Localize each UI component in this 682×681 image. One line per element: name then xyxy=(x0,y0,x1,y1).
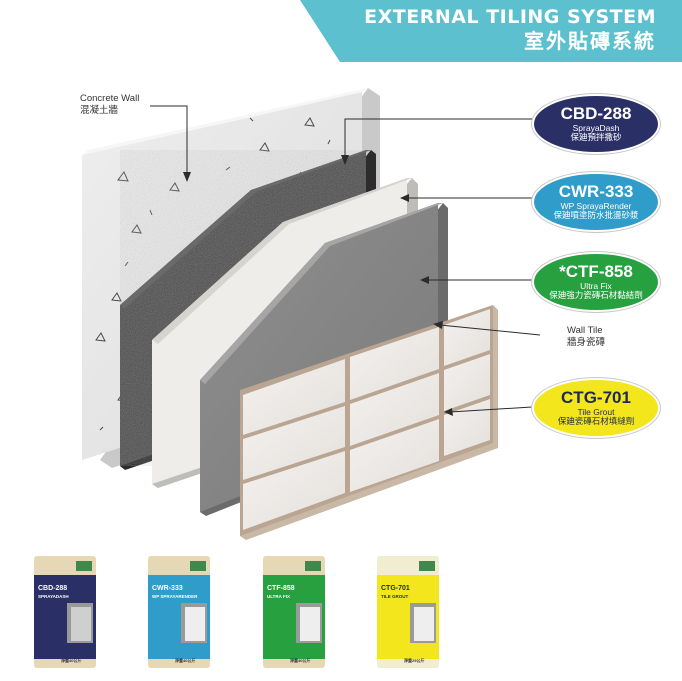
product-name-en: Tile Grout xyxy=(577,407,615,417)
product-name-en: WP SprayaRender xyxy=(560,201,632,211)
arrow-head-icon xyxy=(400,194,409,202)
product-oval-ctg-701: CTG-701 Tile Grout 保廸瓷磚石材填縫劑 xyxy=(532,378,660,438)
tile-cell xyxy=(350,419,439,492)
tile-cell xyxy=(444,309,490,366)
tile-cell xyxy=(444,354,490,411)
arrow-head-icon xyxy=(183,172,191,182)
concrete-wall-label: Concrete Wall 混凝土牆 xyxy=(80,93,139,117)
tile-cell xyxy=(444,399,490,456)
wall-tile-label-zh: 牆身瓷磚 xyxy=(567,337,606,348)
leader-lines xyxy=(150,105,541,413)
bag-weight: 淨重40公斤 xyxy=(61,658,82,663)
bag-code: CBD-288 xyxy=(38,585,68,592)
banner-title-zh: 室外貼磚系統 xyxy=(524,29,656,53)
product-bag-ctf-858: CTF-858 ULTRA FIX 淨重40公斤 xyxy=(262,555,326,669)
leader-concrete xyxy=(150,105,188,175)
product-code: CTG-701 xyxy=(561,388,631,408)
wall-tile-label: Wall Tile 牆身瓷磚 xyxy=(567,325,605,349)
leader-cbd xyxy=(344,118,532,158)
tile-cell xyxy=(243,359,345,435)
tile-cell xyxy=(350,327,439,400)
bag-shape xyxy=(377,556,439,668)
bag-subtitle: WP SPRAYARENDER xyxy=(152,594,198,599)
tile-cell xyxy=(243,451,345,530)
banner-title: EXTERNAL TILING SYSTEM 室外貼磚系統 xyxy=(364,6,656,53)
bag-code: CWR-333 xyxy=(152,585,183,592)
arrow-head-icon xyxy=(420,276,429,284)
bag-shape xyxy=(34,556,96,668)
product-code: CWR-333 xyxy=(558,182,634,202)
product-name-zh: 保廸瓷磚石材填縫劑 xyxy=(557,416,635,427)
arrow-head-icon xyxy=(444,408,453,416)
tile-cell xyxy=(350,373,439,446)
bag-subtitle: SPRAYADASH xyxy=(38,594,69,599)
banner-title-en: EXTERNAL TILING SYSTEM xyxy=(364,6,656,28)
product-oval-cwr-333: CWR-333 WP SprayaRender 保廸噴塗防水批盪砂漿 xyxy=(532,172,660,232)
bag-subtitle: TILE GROUT xyxy=(381,594,409,599)
bag-subtitle: ULTRA FIX xyxy=(267,594,290,599)
bag-code: CTG-701 xyxy=(381,585,410,592)
bag-shape xyxy=(263,556,325,668)
product-bag-cbd-288: CBD-288 SPRAYADASH 淨重40公斤 xyxy=(33,555,97,669)
product-bag-ctg-701: CTG-701 TILE GROUT 淨重25公斤 xyxy=(376,555,440,669)
wall-tile-layer xyxy=(240,305,498,540)
bag-weight: 淨重25公斤 xyxy=(404,658,425,663)
concrete-wall-label-en: Concrete Wall xyxy=(80,93,140,104)
product-name-en: SprayaDash xyxy=(572,123,620,133)
banner-shape xyxy=(300,0,682,62)
bag-weight: 淨重40公斤 xyxy=(175,658,196,663)
product-name-zh: 保廸噴塗防水批盪砂漿 xyxy=(553,210,639,221)
arrow-heads xyxy=(183,155,453,416)
product-name-en: Ultra Fix xyxy=(580,281,612,291)
product-oval-cbd-288: CBD-288 SprayaDash 保廸預拌撒砂 xyxy=(532,94,660,154)
product-name-zh: 保廸預拌撒砂 xyxy=(570,132,622,143)
product-name-zh: 保廸強力瓷磚石材黏結劑 xyxy=(549,290,643,301)
tile-cell xyxy=(243,406,345,480)
product-code: *CTF-858 xyxy=(559,262,633,282)
wall-tile-label-en: Wall Tile xyxy=(567,325,603,336)
product-code: CBD-288 xyxy=(560,104,632,124)
concrete-wall-label-zh: 混凝土牆 xyxy=(80,105,119,116)
bag-code: CTF-858 xyxy=(267,585,295,592)
bag-weight: 淨重40公斤 xyxy=(290,658,311,663)
product-oval-ctf-858: *CTF-858 Ultra Fix 保廸強力瓷磚石材黏結劑 xyxy=(532,252,660,312)
bag-shape xyxy=(148,556,210,668)
leader-ctg xyxy=(449,406,533,413)
arrow-head-icon xyxy=(341,155,349,165)
leader-tile xyxy=(439,324,541,336)
arrow-head-icon xyxy=(433,321,443,329)
product-bag-cwr-333: CWR-333 WP SPRAYARENDER 淨重40公斤 xyxy=(147,555,211,669)
